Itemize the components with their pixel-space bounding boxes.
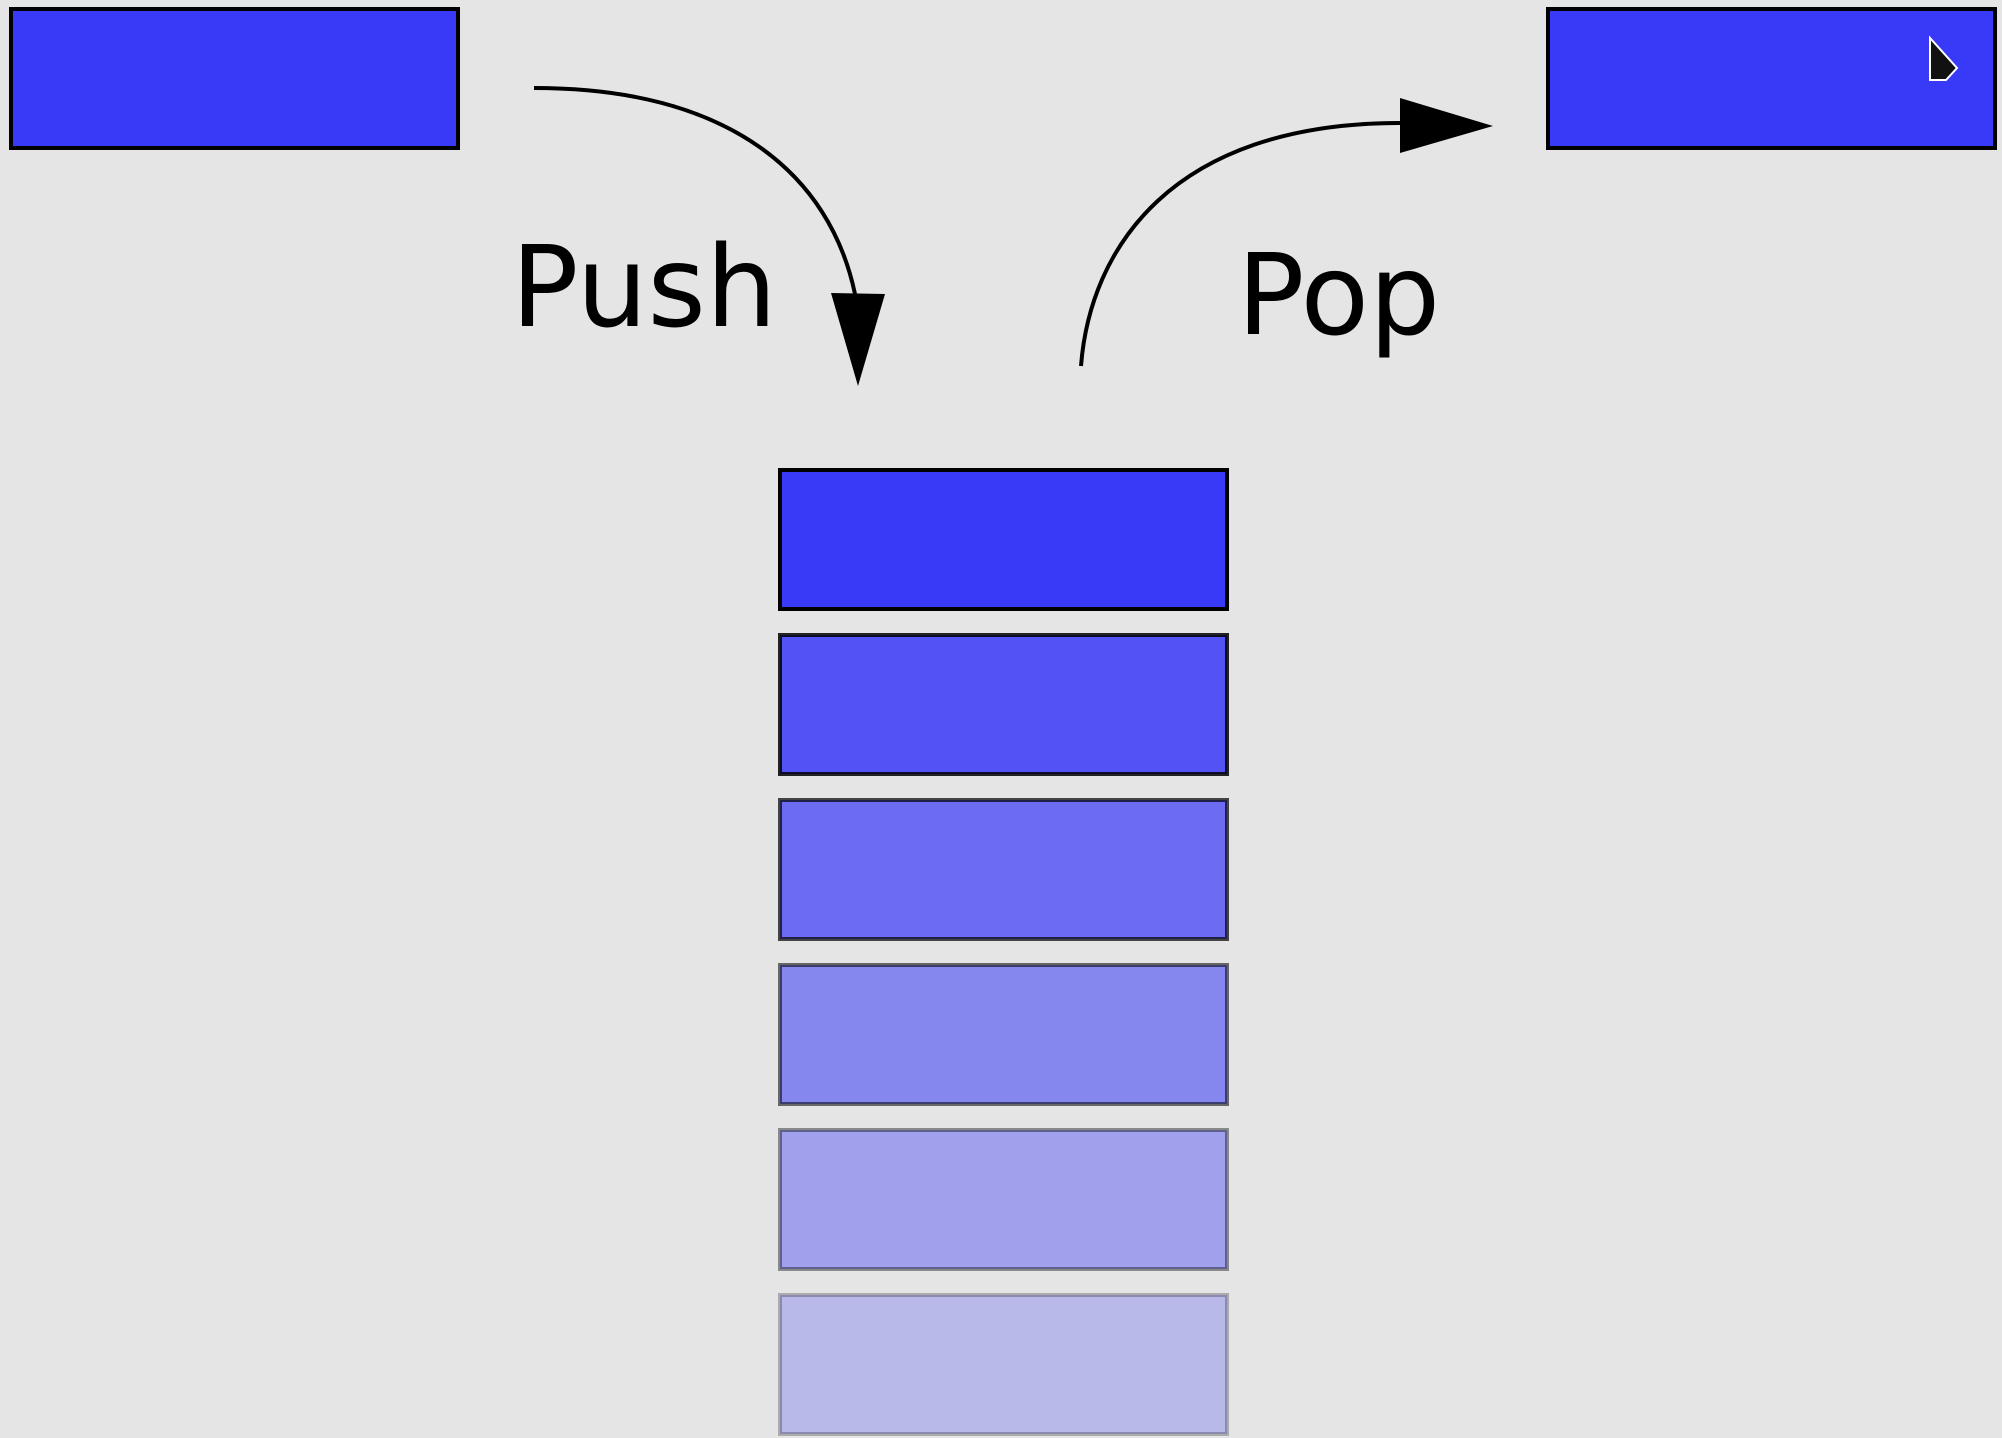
stack	[778, 468, 1229, 1436]
mouse-pointer-icon	[1929, 35, 1959, 81]
stack-item	[778, 1128, 1229, 1271]
pop-label: Pop	[1237, 231, 1440, 361]
push-arrow	[533, 86, 885, 386]
push-label: Push	[511, 223, 777, 353]
stack-item	[778, 798, 1229, 941]
stack-item	[778, 633, 1229, 776]
stack-item-bottom	[778, 1293, 1229, 1436]
pop-arrow	[1079, 98, 1493, 367]
stack-item-top	[778, 468, 1229, 611]
incoming-item	[9, 7, 460, 150]
stack-item	[778, 963, 1229, 1106]
popped-item	[1546, 7, 1997, 150]
